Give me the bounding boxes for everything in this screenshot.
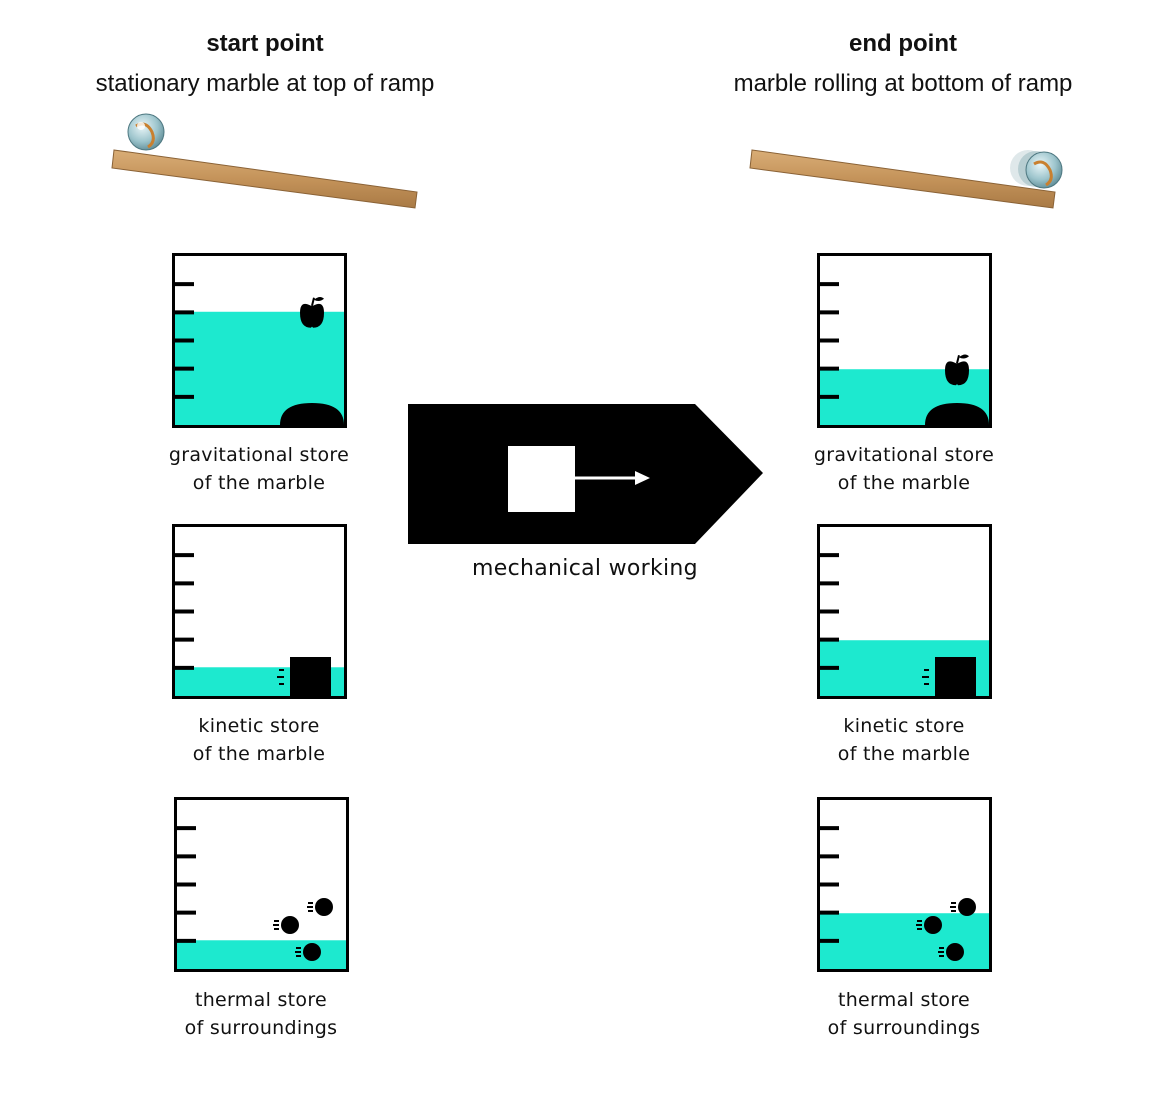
gravitational-store-start [172,253,347,428]
apple-icon [300,296,324,328]
start-point-description: stationary marble at top of ramp [95,70,435,97]
store-frame [817,797,992,972]
caption-line: thermal store [837,989,971,1011]
store-frame [174,797,349,972]
caption-line: kinetic store [843,715,965,737]
particles-icon [273,898,333,961]
start-marble [127,113,165,151]
force-arrow-icon [508,446,650,512]
caption-line: of the marble [837,472,971,494]
moving-block-icon [277,657,331,696]
transfer-label: mechanical working [472,556,698,581]
particle-icon [958,898,976,916]
particle-icon [924,916,942,934]
start-point-heading: start point [206,30,324,57]
store-frame [817,253,992,428]
end-point-description: marble rolling at bottom of ramp [733,70,1073,97]
caption-gravitational-end: gravitational store of the marble [774,441,1034,497]
end-marble [1010,150,1063,189]
caption-line: of surroundings [184,1017,338,1039]
store-level-fill [820,913,989,969]
caption-line: of the marble [837,743,971,765]
start-ramp [111,149,418,209]
kinetic-store-start [172,524,347,699]
store-frame [172,524,347,699]
thermal-store-end [817,797,992,972]
caption-kinetic-end: kinetic store of the marble [774,712,1034,768]
gravitational-store-end [817,253,992,428]
particles-icon [916,898,976,961]
apple-icon [945,354,969,386]
caption-line: of surroundings [827,1017,981,1039]
end-point-heading: end point [849,30,957,57]
energy-transfer-arrow [408,404,763,544]
caption-line: gravitational store [813,444,995,466]
mound-icon [925,403,989,425]
caption-gravitational-start: gravitational store of the marble [129,441,389,497]
kinetic-store-end [817,524,992,699]
caption-thermal-start: thermal store of surroundings [131,986,391,1042]
particle-icon [315,898,333,916]
caption-line: gravitational store [168,444,350,466]
store-level-fill [177,940,346,969]
moving-block-icon [922,657,976,696]
particle-icon [946,943,964,961]
caption-line: thermal store [194,989,328,1011]
transfer-arrow-body [408,404,763,544]
caption-line: of the marble [192,472,326,494]
mound-icon [280,403,344,425]
store-frame [817,524,992,699]
thermal-store-start [174,797,349,972]
ramps-illustration [111,113,1063,209]
caption-line: kinetic store [198,715,320,737]
particle-icon [303,943,321,961]
particle-icon [281,916,299,934]
caption-thermal-end: thermal store of surroundings [774,986,1034,1042]
end-ramp [749,149,1056,209]
caption-kinetic-start: kinetic store of the marble [129,712,389,768]
store-frame [172,253,347,428]
caption-line: of the marble [192,743,326,765]
